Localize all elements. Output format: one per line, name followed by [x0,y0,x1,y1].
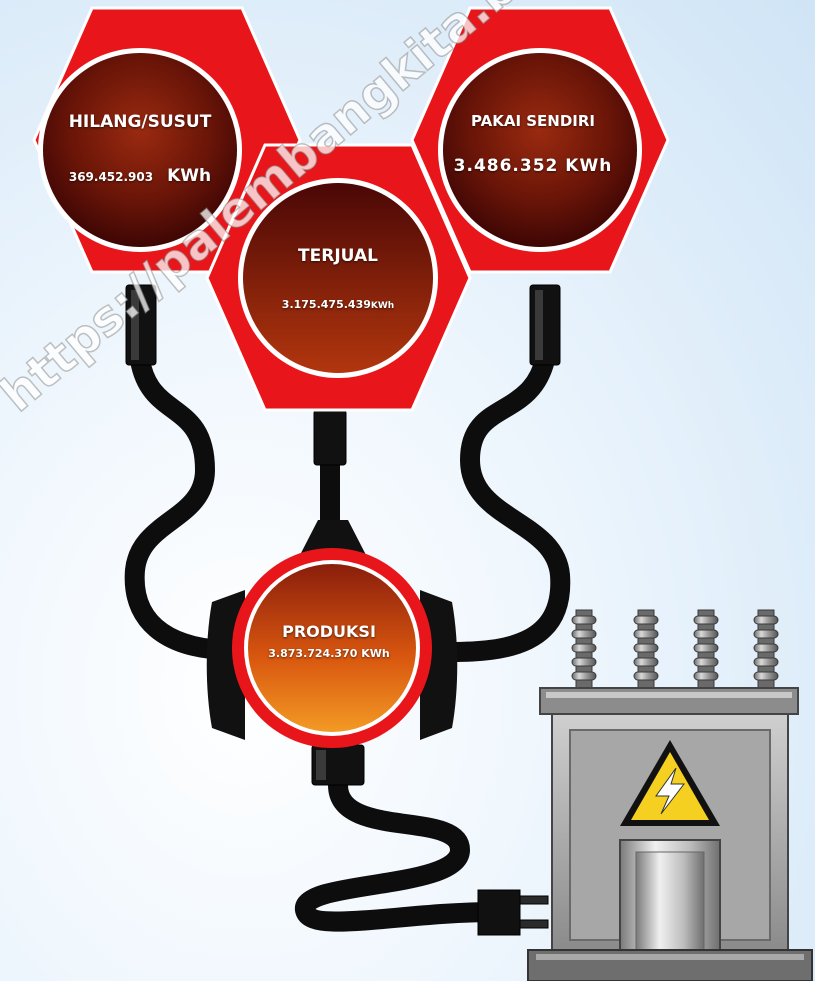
produksi-value: 3.873.724.370 [268,647,358,660]
terjual-title: TERJUAL [298,246,378,266]
hilang-unit: KWh [167,166,212,186]
hexagon-hilang [32,6,302,274]
cable-pakai [440,350,571,662]
terjual-unit: KWh [370,301,395,311]
pakai-unit: KWh [565,156,613,176]
produksi-label: PRODUKSI 3.873.724.370 KWh [244,622,414,660]
terjual-value: 3.175.475.439 [281,298,371,311]
hexagon-terjual [205,143,472,412]
produksi-meter [206,520,458,748]
connector-group [125,284,561,936]
pakai-title: PAKAI SENDIRI [470,112,596,130]
transformer-icon [527,609,813,981]
hilang-label: HILANG/SUSUT 369.452.903 KWh [40,112,240,186]
cable-hilang [124,350,240,660]
pakai-label: PAKAI SENDIRI 3.486.352 KWh [428,112,638,176]
pakai-circle [443,53,637,247]
hilang-value: 369.452.903 [68,170,154,184]
hilang-circle [43,53,237,247]
terjual-circle [243,183,433,373]
cable-transformer [295,775,505,932]
plug-transformer [477,889,521,936]
plug-hilang [125,284,157,366]
produksi-unit: KWh [361,647,390,660]
pakai-value: 3.486.352 [453,156,559,176]
lightning-warning-icon [620,740,720,826]
hexagon-pakai [410,6,670,274]
insulator-group [571,609,779,691]
produksi-title: PRODUKSI [282,622,376,641]
terjual-label: TERJUAL 3.175.475.439KWh [238,246,438,311]
hilang-title: HILANG/SUSUT [68,112,212,132]
cable-group [124,350,571,932]
produksi-circle [248,564,416,732]
plug-pakai [529,284,561,366]
plug-terjual [313,409,347,466]
